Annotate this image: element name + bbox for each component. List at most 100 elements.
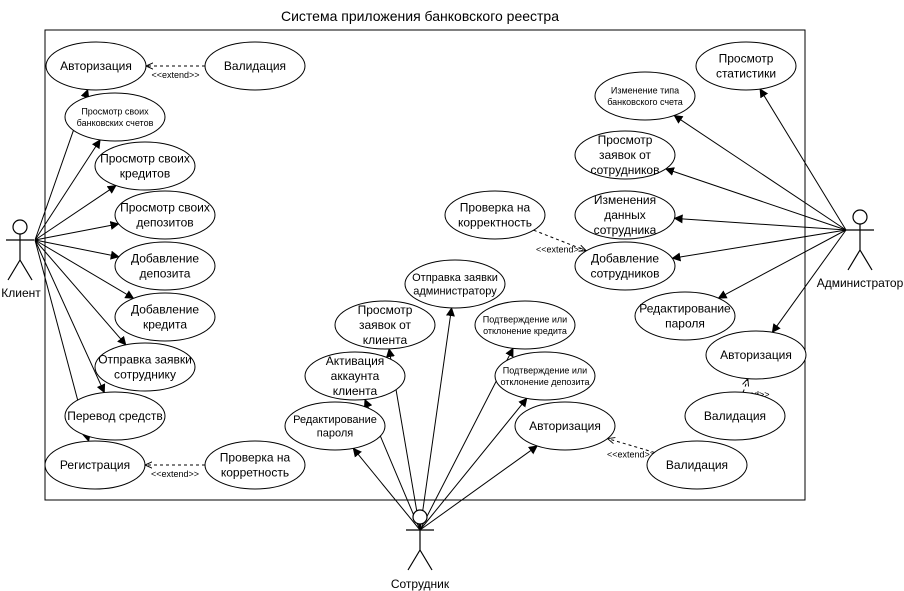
usecase-label: Подтверждение или [483,315,567,325]
usecase-ellipse [684,391,786,441]
usecase-label: отклонение кредита [483,326,567,336]
usecase-ellipse [695,41,797,91]
usecase-label: Добавление [591,252,659,266]
usecase-ellipse [304,351,406,401]
usecase-label: Отправка заявки [98,353,192,367]
actor-admin-label: Администратор [817,276,904,290]
usecase-label: клиента [333,384,378,398]
usecase-client-auth[interactable]: Авторизация [45,41,147,91]
usecase-label: Регистрация [60,458,130,472]
usecase-ellipse [334,300,436,350]
usecase-ellipse [574,130,676,180]
usecase-ellipse [45,41,147,91]
admin-figure-icon [846,209,874,271]
usecase-label: сотрудников [591,267,660,281]
actor-employee[interactable]: Сотрудник [391,509,450,591]
association-line [34,239,127,346]
usecase-label: Добавление [131,303,199,317]
usecase-label: Редактирование [639,302,731,316]
usecase-ellipse [204,41,306,91]
association-line [419,445,538,531]
usecase-admin-auth[interactable]: Авторизация [705,330,807,380]
usecase-label: Авторизация [720,348,792,362]
association-line [34,139,101,241]
association-line [419,307,455,531]
usecase-label: кредита [143,318,187,332]
actor-client-label: Клиент [1,286,41,300]
usecase-ellipse [114,241,216,291]
usecase-ellipse [634,291,736,341]
association-line [671,229,847,262]
usecase-label: Проверка на [220,451,291,465]
actor-employee-label: Сотрудник [391,577,450,591]
usecase-ellipse [94,342,196,392]
usecase-admin-validation[interactable]: Валидация [684,391,786,441]
association-line [34,239,135,299]
association-line [771,229,847,334]
usecase-emp-validation[interactable]: Валидация [646,440,748,490]
usecase-label: заявок от [359,318,412,332]
extend-label: <<extend>> [536,245,584,255]
association-line [673,214,847,231]
usecase-label: депозитов [136,216,193,230]
extend-label: <<extend>> [151,469,199,479]
usecase-ellipse [574,241,676,291]
extend-label: <<extend>> [607,450,655,460]
usecase-ellipse [94,141,196,191]
usecase-ellipse [64,92,166,142]
actor-client[interactable]: Клиент [1,219,41,300]
usecase-label: клиента [363,333,408,347]
usecase-ellipse [514,401,616,451]
usecase-label: Просмотр своих [100,152,190,166]
usecase-ellipse [44,440,146,490]
usecase-label: Просмотр [598,133,653,147]
usecase-client-transfer[interactable]: Перевод средств [64,391,166,441]
usecase-label: кредитов [120,167,170,181]
employee-figure-icon [406,509,434,571]
usecase-ellipse [646,440,748,490]
actor-admin[interactable]: Администратор [817,209,904,290]
usecase-label: заявок от [599,148,652,162]
usecase-ellipse [594,71,696,121]
usecase-client-validation[interactable]: Валидация [204,41,306,91]
usecase-emp-auth[interactable]: Авторизация [514,401,616,451]
usecase-label: Авторизация [60,59,132,73]
usecase-label: пароля [317,428,353,440]
usecase-label: Активация [326,354,385,368]
usecase-label: Изменения [594,193,656,207]
usecase-label: Просмотр своих [120,201,210,215]
usecase-label: аккаунта [331,369,380,383]
usecase-ellipse [404,259,506,309]
usecase-client-register[interactable]: Регистрация [44,440,146,490]
client-figure-icon [6,219,34,281]
extend-dependency-line [608,439,655,453]
association-line [419,397,528,531]
usecase-label: пароля [665,317,705,331]
usecase-label: Изменение типа [611,86,679,96]
association-line [34,239,120,260]
association-line [717,229,847,299]
usecase-label: корретность [221,466,289,480]
usecase-label: Подтверждение или [503,366,587,376]
system-boundary [44,29,806,501]
